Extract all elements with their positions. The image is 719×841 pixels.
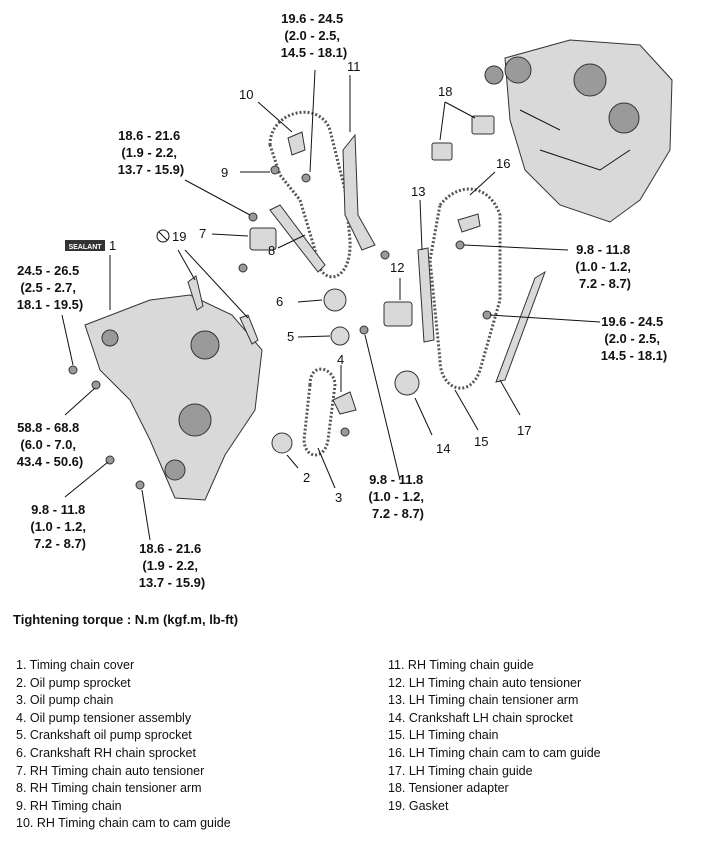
legend-item: 8. RH Timing chain tensioner arm [16, 781, 202, 796]
crankshaft-lh-sprocket-illustration [394, 370, 420, 396]
callout-7: 7 [199, 226, 206, 241]
callout-14: 14 [436, 441, 450, 456]
callout-2: 2 [303, 470, 310, 485]
torque-label-lh-cam-guide: 9.8 - 11.8 (1.0 - 1.2, 7.2 - 8.7) [575, 242, 634, 291]
no-reuse-icon [156, 229, 170, 243]
legend-item: 14. Crankshaft LH chain sprocket [388, 710, 573, 725]
callout-13: 13 [411, 184, 425, 199]
lh-timing-chain-illustration [428, 187, 502, 390]
callout-6: 6 [276, 294, 283, 309]
legend-item: 3. Oil pump chain [16, 693, 114, 708]
legend-item: 15. LH Timing chain [388, 728, 499, 743]
callout-18: 18 [438, 84, 452, 99]
callout-8: 8 [268, 243, 275, 258]
oil-pump-tensioner-illustration [332, 391, 357, 415]
callout-10: 10 [239, 87, 253, 102]
exploded-view-diagram: SEALANT 19.6 - 24.5 (2.0 - 2.5, 14.5 - 1… [17, 11, 673, 590]
torque-label-lh-guide: 19.6 - 24.5 (2.0 - 2.5, 14.5 - 18.1) [601, 314, 668, 363]
torque-label-top-center: 19.6 - 24.5 (2.0 - 2.5, 14.5 - 18.1) [281, 11, 348, 60]
callout-17: 17 [517, 423, 531, 438]
legend-item: 16. LH Timing chain cam to cam guide [388, 745, 601, 760]
tensioner-adapter-top-illustration [471, 115, 495, 135]
legend-item: 13. LH Timing chain tensioner arm [388, 693, 579, 708]
rh-chain-guide-illustration [342, 133, 376, 251]
oil-pump-chain-illustration [302, 367, 337, 457]
callout-5: 5 [287, 329, 294, 344]
torque-label-cover-middle: 58.8 - 68.8 (6.0 - 7.0, 43.4 - 50.6) [17, 420, 84, 469]
timing-chain-cover-illustration [84, 294, 263, 501]
lh-auto-tensioner-illustration [383, 301, 413, 327]
legend-item: 18. Tensioner adapter [388, 781, 509, 796]
crankshaft-oil-pump-sprocket-illustration [330, 326, 350, 346]
callout-11: 11 [347, 59, 361, 74]
parts-legend-right: 11. RH Timing chain guide 12. LH Timing … [388, 657, 601, 815]
callout-4: 4 [337, 352, 344, 367]
legend-item: 6. Crankshaft RH chain sprocket [16, 745, 196, 760]
lh-tensioner-arm-illustration [417, 247, 435, 343]
torque-label-rh-tensioner: 18.6 - 21.6 (1.9 - 2.2, 13.7 - 15.9) [118, 128, 185, 177]
callout-3: 3 [335, 490, 342, 505]
legend-item: 19. Gasket [388, 798, 449, 813]
legend-item: 11. RH Timing chain guide [388, 658, 534, 672]
legend-item: 10. RH Timing chain cam to cam guide [16, 816, 231, 831]
callout-12: 12 [390, 260, 404, 275]
legend-item: 17. LH Timing chain guide [388, 763, 533, 778]
callout-1: 1 [109, 238, 116, 253]
legend-item: 2. Oil pump sprocket [16, 675, 131, 690]
rh-auto-tensioner-illustration [249, 227, 277, 251]
callout-9: 9 [221, 165, 228, 180]
legend-item: 4. Oil pump tensioner assembly [16, 710, 192, 725]
legend-item: 5. Crankshaft oil pump sprocket [16, 728, 192, 743]
torque-label-cover-top: 24.5 - 26.5 (2.5 - 2.7, 18.1 - 19.5) [17, 263, 84, 312]
crankshaft-rh-sprocket-illustration [323, 288, 347, 312]
leader-lines [61, 69, 601, 541]
sealant-badge: SEALANT [68, 244, 102, 251]
legend-item: 7. RH Timing chain auto tensioner [16, 763, 205, 778]
callout-19: 19 [172, 229, 186, 244]
torque-label-cover-bottom: 18.6 - 21.6 (1.9 - 2.2, 13.7 - 15.9) [139, 541, 206, 590]
gasket-right-illustration [239, 314, 259, 345]
callout-16: 16 [496, 156, 510, 171]
torque-units-caption: Tightening torque : N.m (kgf.m, lb-ft) [13, 612, 239, 627]
legend-item: 9. RH Timing chain [16, 798, 122, 813]
parts-legend-left: 1. Timing chain cover 2. Oil pump sprock… [16, 657, 231, 833]
legend-item: 1. Timing chain cover [16, 658, 135, 672]
engine-block-illustration [484, 39, 673, 223]
rh-cam-guide-illustration [287, 131, 306, 156]
legend-item: 12. LH Timing chain auto tensioner [388, 675, 582, 690]
lh-cam-guide-illustration [457, 213, 481, 233]
lh-chain-guide-illustration [495, 270, 546, 383]
torque-label-lh-tensioner: 9.8 - 11.8 (1.0 - 1.2, 7.2 - 8.7) [368, 472, 427, 521]
oil-pump-sprocket-illustration [271, 432, 293, 454]
torque-label-cover-lower: 9.8 - 11.8 (1.0 - 1.2, 7.2 - 8.7) [30, 502, 89, 551]
tensioner-adapter-bottom-illustration [431, 142, 453, 161]
callout-15: 15 [474, 434, 488, 449]
